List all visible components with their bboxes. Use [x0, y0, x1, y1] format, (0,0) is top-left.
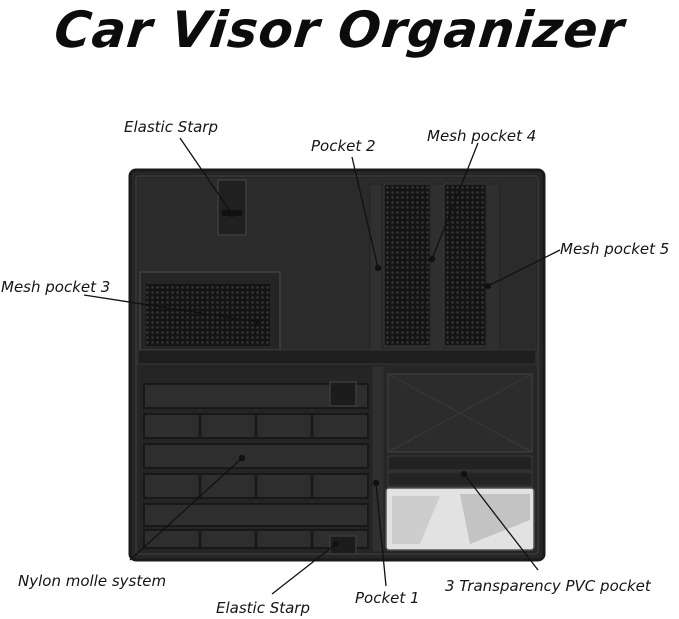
label-pocket-1: Pocket 1: [355, 589, 420, 607]
mesh-pocket-3: [146, 284, 270, 346]
middle-seam: [137, 349, 537, 365]
molle-tab-top: [329, 381, 357, 407]
leader-lines: [83, 137, 561, 595]
label-nylon-molle-system: Nylon molle system: [18, 572, 167, 590]
elastic-strap-bottom: [329, 535, 357, 555]
label-elastic-strap-top: Elastic Starp: [124, 118, 218, 136]
mesh-pocket-4-strap: [429, 183, 445, 351]
pvc-reflection: [392, 496, 440, 544]
molle-stitches: [198, 414, 314, 548]
elastic-strap-top: [217, 179, 247, 236]
mesh-pocket-5-strap: [485, 183, 501, 351]
pvc-slot-1: [387, 455, 533, 471]
molle-rows: [143, 383, 369, 549]
zip-pocket-cross-b: [387, 373, 533, 453]
mesh-pocket-4: [383, 183, 431, 347]
pvc-slot-2: [387, 471, 533, 487]
pvc-dark-fold: [460, 494, 530, 544]
label-mesh-pocket-4: Mesh pocket 4: [427, 127, 537, 145]
mesh-pocket-5: [443, 183, 487, 347]
label-pvc-pocket: 3 Transparency PVC pocket: [445, 577, 651, 595]
pocket-1-divider: [371, 365, 385, 553]
label-pocket-2: Pocket 2: [311, 137, 376, 155]
label-elastic-strap-bottom: Elastic Starp: [216, 599, 310, 617]
label-mesh-pocket-3: Mesh pocket 3: [1, 278, 111, 296]
label-mesh-pocket-5: Mesh pocket 5: [560, 240, 670, 258]
